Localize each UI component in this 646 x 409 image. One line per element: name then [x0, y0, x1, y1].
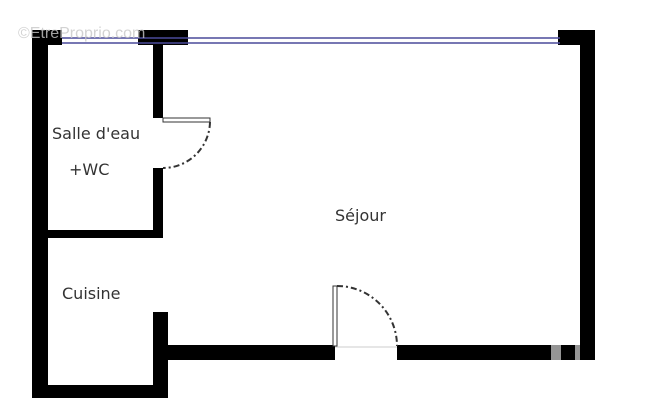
- wall-top-left: [32, 30, 62, 45]
- wall-kitchen-bottom: [32, 385, 168, 398]
- walls: [32, 30, 595, 398]
- watermark: ©EtreProprio.com: [18, 25, 146, 42]
- wall-right: [580, 30, 595, 360]
- wall-bathroom-lower: [153, 168, 163, 238]
- door-living: [332, 285, 398, 348]
- room-label-bathroom: Salle d'eau: [52, 124, 141, 143]
- room-label-kitchen: Cuisine: [62, 284, 121, 303]
- wall-living-bottom-right: [397, 345, 595, 360]
- room-label-living: Séjour: [335, 206, 386, 225]
- door-bathroom: [162, 117, 211, 169]
- window: [62, 37, 560, 44]
- room-label-wc: +WC: [69, 160, 110, 179]
- wall-bathroom-bottom: [48, 230, 163, 238]
- logo-mark: [551, 345, 580, 360]
- wall-left: [32, 30, 48, 398]
- wall-living-bottom-left: [155, 345, 335, 360]
- wall-bathroom-upper: [153, 45, 163, 118]
